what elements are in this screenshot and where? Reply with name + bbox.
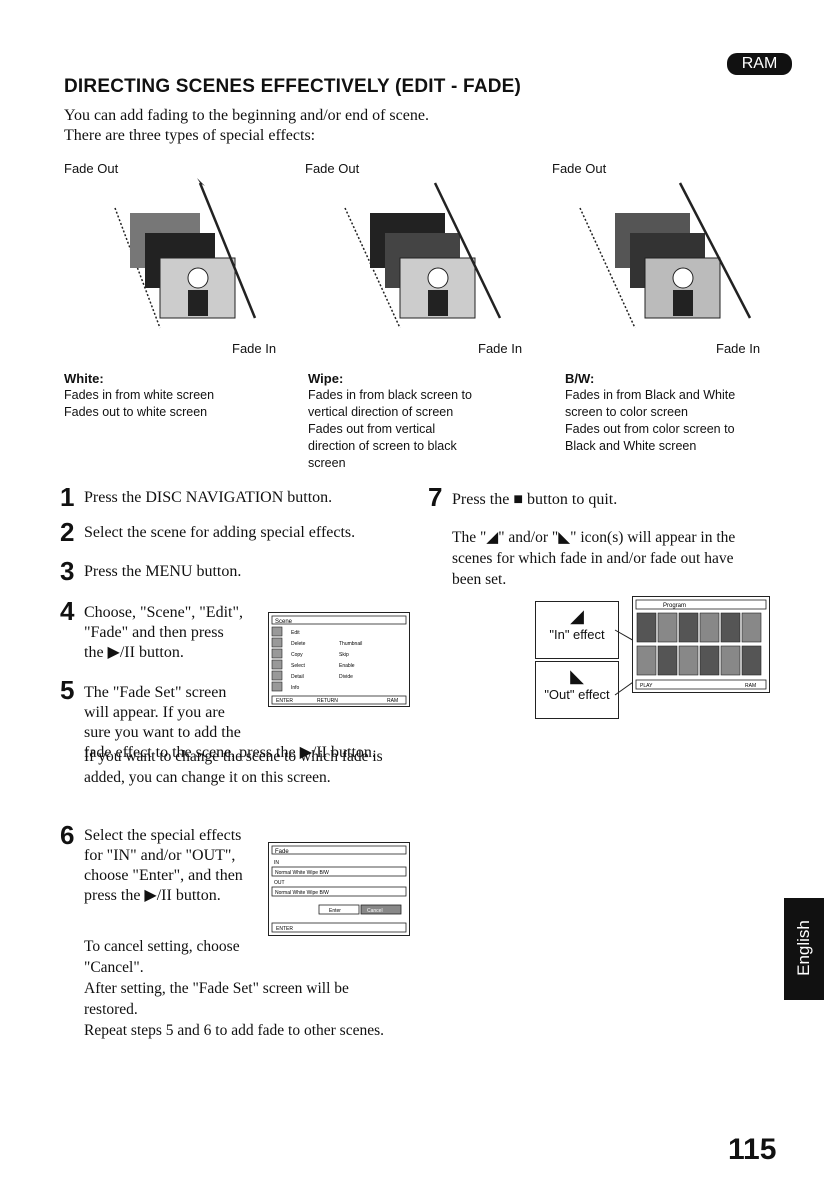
- step-5-number: 5: [60, 675, 75, 705]
- step-2-number: 2: [60, 517, 75, 547]
- scene-thumbnail[interactable]: [636, 645, 657, 676]
- menu-item-left[interactable]: Delete: [291, 641, 306, 647]
- svg-text:RAM: RAM: [387, 698, 398, 704]
- language-tab: English: [784, 898, 824, 1000]
- svg-text:RETURN: RETURN: [317, 698, 338, 704]
- svg-text:Program: Program: [663, 603, 686, 609]
- out-effect-label: "Out" effect: [544, 687, 610, 702]
- menu-row-icon: [271, 670, 283, 681]
- menu-item-left[interactable]: Copy: [291, 652, 303, 658]
- menu-item-left[interactable]: Edit: [291, 630, 300, 636]
- svg-text:Enter: Enter: [329, 908, 341, 914]
- svg-text:OUT: OUT: [274, 880, 285, 886]
- disc-type-badge: RAM: [727, 53, 792, 75]
- intro-line-1: You can add fading to the beginning and/…: [64, 107, 429, 124]
- effect-name-white: White:: [64, 371, 104, 386]
- scene-thumbnail[interactable]: [699, 612, 720, 643]
- svg-text:Fade: Fade: [275, 849, 289, 855]
- step-4-number: 4: [60, 596, 75, 626]
- menu-item-left[interactable]: Info: [291, 685, 300, 691]
- step-5-note: If you want to change the scene to which…: [84, 748, 383, 786]
- fade-illustration-bw: [579, 182, 752, 329]
- menu-row-icon: [271, 659, 283, 670]
- step-1-number: 1: [60, 482, 75, 512]
- scene-thumbnail[interactable]: [657, 612, 678, 643]
- program-thumbnails: Program PLAY RAM: [635, 599, 767, 690]
- svg-text:Scene: Scene: [275, 619, 293, 625]
- svg-text:PLAY: PLAY: [640, 683, 653, 689]
- step-3-number: 3: [60, 556, 75, 586]
- menu-item-right[interactable]: Divide: [339, 674, 353, 680]
- fade-set-screen: Fade IN Normal White Wipe B/W OUT Normal…: [268, 842, 410, 936]
- effect-desc-white: Fades in from white screen Fades out to …: [64, 388, 215, 419]
- step-1-text: Press the DISC NAVIGATION button.: [84, 489, 333, 506]
- page-number: 115: [728, 1133, 777, 1166]
- scene-thumbnail[interactable]: [657, 645, 678, 676]
- intro-line-2: There are three types of special effects…: [64, 127, 316, 144]
- svg-text:Normal White Wipe B/W: Normal White Wipe B/W: [275, 870, 329, 876]
- language-tab-label: English: [794, 920, 813, 976]
- step-4-text: Choose, "Scene", "Edit", "Fade" and then…: [84, 604, 243, 661]
- menu-row-icon: [271, 626, 283, 637]
- scene-thumbnail[interactable]: [741, 612, 762, 643]
- page-title: DIRECTING SCENES EFFECTIVELY (EDIT - FAD…: [64, 76, 522, 97]
- fade-illustration-wipe: [344, 182, 502, 329]
- out-effect-callout: ◣ "Out" effect: [535, 661, 619, 719]
- svg-text:Normal White Wipe B/W: Normal White Wipe B/W: [275, 890, 329, 896]
- fade-in-label-1: Fade In: [232, 341, 277, 356]
- step-3-text: Press the MENU button.: [84, 563, 242, 580]
- fade-set-graphic: Fade IN Normal White Wipe B/W OUT Normal…: [271, 845, 407, 933]
- menu-item-left[interactable]: Detail: [291, 674, 304, 680]
- fade-out-marker-icon: ◣: [570, 666, 584, 686]
- fade-out-label-1: Fade Out: [64, 161, 119, 176]
- scene-thumbnail[interactable]: [678, 645, 699, 676]
- step-6-number: 6: [60, 820, 75, 850]
- svg-text:IN: IN: [274, 860, 279, 866]
- step-2-text: Select the scene for adding special effe…: [84, 524, 356, 541]
- effect-desc-wipe: Fades in from black screen to vertical d…: [308, 388, 472, 470]
- effect-name-bw: B/W:: [565, 371, 595, 386]
- menu-item-left[interactable]: Select: [291, 663, 306, 669]
- in-effect-callout: ◢ "In" effect: [535, 601, 619, 659]
- scene-thumbnail[interactable]: [741, 645, 762, 676]
- scene-thumbnail[interactable]: [720, 612, 741, 643]
- menu-row-icon: [271, 648, 283, 659]
- svg-text:ENTER: ENTER: [276, 698, 293, 704]
- step-7-note: The "◢" and/or "◣" icon(s) will appear i…: [452, 529, 736, 588]
- scene-thumbnail[interactable]: [636, 612, 657, 643]
- fade-out-label-2: Fade Out: [305, 161, 360, 176]
- program-screen: Program PLAY RAM: [632, 596, 770, 693]
- in-effect-label: "In" effect: [549, 627, 605, 642]
- fade-illustration-white: [114, 178, 257, 329]
- step-6-text: Select the special effects for "IN" and/…: [84, 827, 243, 904]
- menu-item-right[interactable]: Skip: [339, 652, 349, 658]
- fade-in-label-3: Fade In: [716, 341, 761, 356]
- scene-thumbnail[interactable]: [678, 612, 699, 643]
- menu-row-icon: [271, 637, 283, 648]
- fade-in-label-2: Fade In: [478, 341, 523, 356]
- scene-thumbnail[interactable]: [720, 645, 741, 676]
- fade-in-marker-icon: ◢: [570, 606, 584, 626]
- effect-desc-bw: Fades in from Black and White screen to …: [565, 388, 736, 453]
- menu-item-right[interactable]: Enable: [339, 663, 355, 669]
- svg-text:ENTER: ENTER: [276, 926, 293, 932]
- menu-row-icon: [271, 681, 283, 692]
- step-7-number: 7: [428, 482, 443, 512]
- step-6-note: To cancel setting, choose "Cancel". Afte…: [84, 938, 385, 1039]
- effect-name-wipe: Wipe:: [308, 371, 344, 386]
- menu-item-right[interactable]: Thumbnail: [339, 641, 362, 647]
- fade-out-label-3: Fade Out: [552, 161, 607, 176]
- step-5-text: The "Fade Set" screen will appear. If yo…: [84, 684, 376, 761]
- step-7-text: Press the ■ button to quit.: [452, 491, 618, 508]
- scene-thumbnail[interactable]: [699, 645, 720, 676]
- svg-text:RAM: RAM: [745, 683, 756, 689]
- svg-text:Cancel: Cancel: [367, 908, 383, 914]
